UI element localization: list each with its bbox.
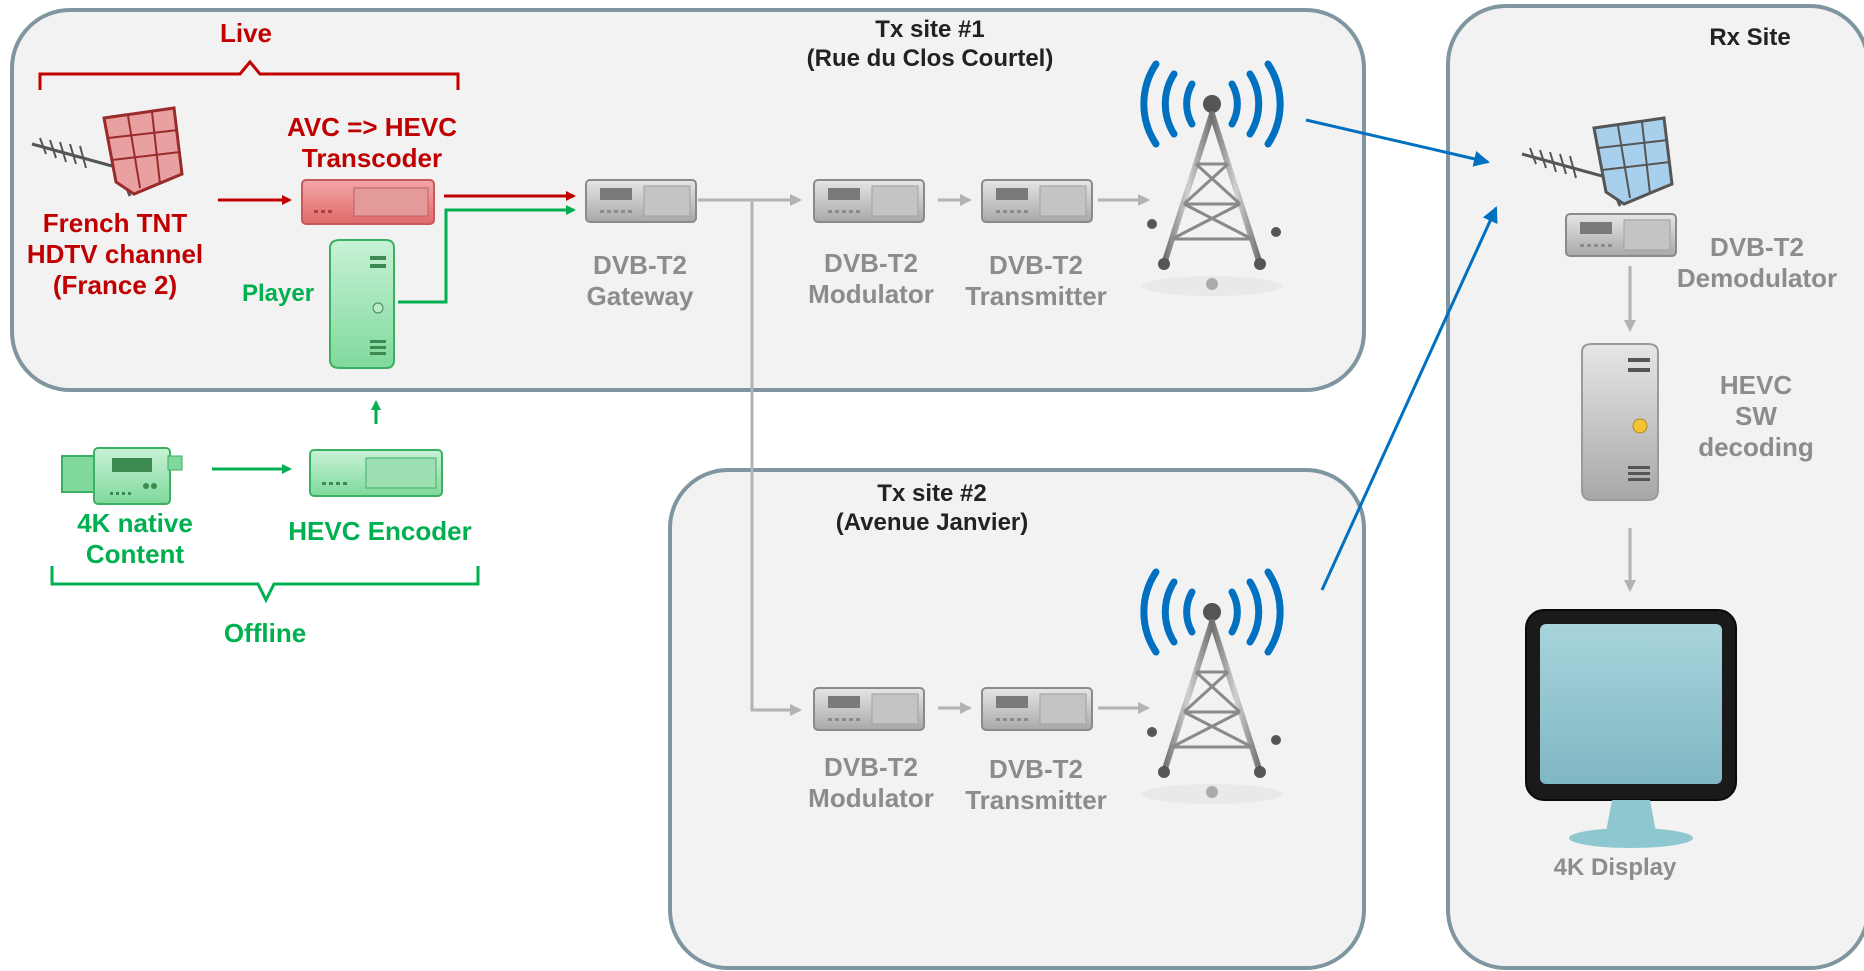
- modulator-2-device-icon: [813, 687, 925, 731]
- modulator-2-label: DVB-T2 Modulator: [808, 752, 934, 814]
- grey-arrow-gateway-to-modulator-2: [750, 200, 802, 716]
- hevc-encoder-device-icon: [309, 449, 443, 497]
- rx-antenna-icon: [1520, 116, 1674, 208]
- decoder-server-icon: [1581, 343, 1659, 501]
- 4k-display-icon: [1525, 609, 1737, 848]
- demodulator-label: DVB-T2 Demodulator: [1676, 232, 1838, 294]
- tx-site-1-title: Tx site #1 (Rue du Clos Courtel): [806, 16, 1054, 72]
- camera-label: 4K native Content: [77, 508, 193, 570]
- transmitter-1-label: DVB-T2 Transmitter: [965, 250, 1107, 312]
- demodulator-device-icon: [1565, 213, 1677, 257]
- green-arrow-player-to-gateway: [398, 205, 576, 304]
- source-label: French TNT HDTV channel (France 2): [26, 208, 204, 301]
- offline-brace: [50, 566, 480, 604]
- transmitter-2-device-icon: [981, 687, 1093, 731]
- player-label: Player: [241, 280, 315, 307]
- tx-site-2-title: Tx site #2 (Avenue Janvier): [835, 480, 1029, 536]
- gateway-label: DVB-T2 Gateway: [586, 250, 694, 312]
- gateway-device-icon: [585, 179, 697, 223]
- transcoder-label: AVC => HEVC Transcoder: [286, 112, 457, 174]
- tnt-antenna-icon: [30, 106, 184, 198]
- rx-site-title: Rx Site: [1709, 24, 1791, 51]
- offline-label: Offline: [223, 618, 307, 648]
- camera-icon: [61, 447, 183, 505]
- player-server-icon: [329, 239, 395, 369]
- encoder-label: HEVC Encoder: [288, 516, 472, 546]
- live-brace: [38, 59, 460, 90]
- blue-arrow-tower-2-to-rx: [1320, 206, 1498, 591]
- modulator-1-label: DVB-T2 Modulator: [808, 248, 934, 310]
- transcoder-device-icon: [301, 179, 435, 225]
- transmitter-1-device-icon: [981, 179, 1093, 223]
- live-label: Live: [219, 18, 273, 48]
- display-label: 4K Display: [1553, 854, 1677, 881]
- blue-arrow-tower-1-to-rx: [1305, 118, 1490, 167]
- decoder-label: HEVC SW decoding: [1698, 370, 1814, 463]
- modulator-1-device-icon: [813, 179, 925, 223]
- transmitter-2-label: DVB-T2 Transmitter: [965, 754, 1107, 816]
